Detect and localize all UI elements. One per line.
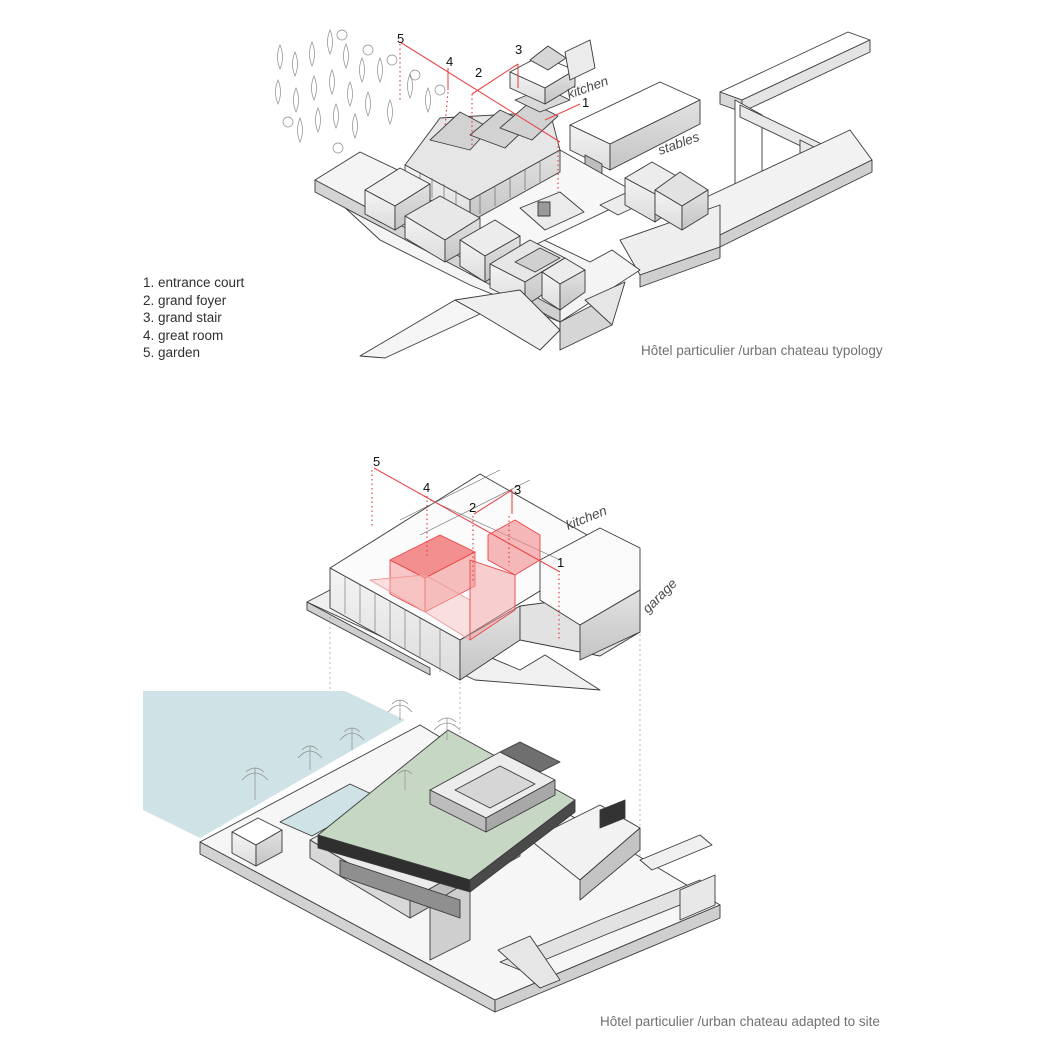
garden-trees	[276, 30, 446, 153]
marker-5: 5	[373, 454, 380, 469]
marker-1: 1	[582, 95, 589, 110]
legend-item: 1. entrance court	[143, 274, 244, 292]
marker-1: 1	[557, 555, 564, 570]
marker-2: 2	[469, 500, 476, 515]
marker-4: 4	[423, 480, 430, 495]
legend-list: 1. entrance court 2. grand foyer 3. gran…	[143, 274, 244, 362]
garage-label: garage	[640, 576, 680, 616]
marker-5: 5	[397, 31, 404, 46]
site-drawing	[143, 691, 720, 1012]
legend-item: 5. garden	[143, 344, 244, 362]
kitchen-label-bottom: kitchen	[564, 503, 609, 533]
legend-item: 3. grand stair	[143, 309, 244, 327]
legend-item: 2. grand foyer	[143, 292, 244, 310]
legend-item: 4. great room	[143, 327, 244, 345]
marker-2: 2	[475, 65, 482, 80]
marker-3: 3	[514, 482, 521, 497]
marker-3: 3	[515, 42, 522, 57]
caption-typology: Hôtel particulier /urban chateau typolog…	[641, 343, 883, 358]
caption-adapted: Hôtel particulier /urban chateau adapted…	[600, 1014, 880, 1029]
marker-4: 4	[446, 54, 453, 69]
